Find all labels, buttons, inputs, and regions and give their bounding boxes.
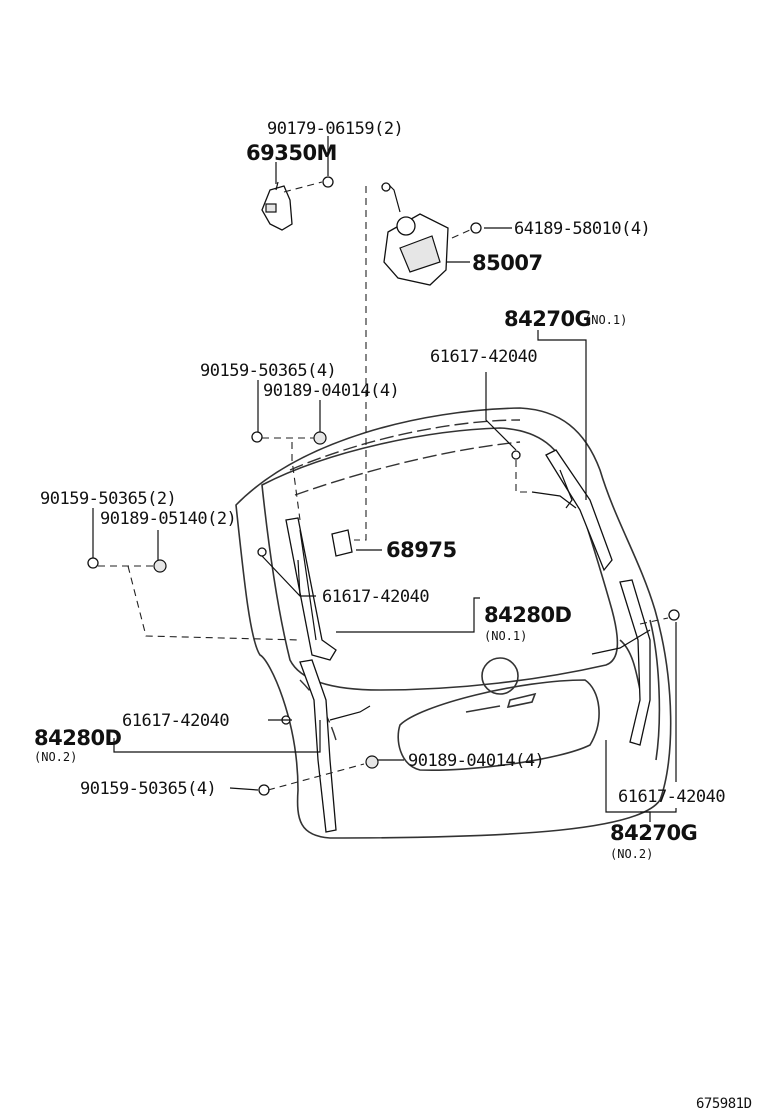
- label-61617-42040-top[interactable]: 61617-42040: [430, 347, 538, 367]
- label-61617-42040-mid[interactable]: 61617-42040: [322, 587, 430, 607]
- dashed-relation-lines: [98, 181, 669, 791]
- motor-icon: [383, 183, 449, 286]
- back-door-body: [235, 407, 672, 839]
- bolt-icon: [87, 176, 482, 796]
- label-84270G-no1-qualifier: (NO.1): [584, 313, 627, 327]
- label-84280D-no2-qualifier: (NO.2): [34, 750, 77, 764]
- label-90189-05140[interactable]: 90189-05140(2): [100, 509, 237, 529]
- harness-84270G-no1[interactable]: [531, 449, 613, 572]
- label-84280D-no1-qualifier: (NO.1): [484, 629, 527, 643]
- bracket-icon: [331, 529, 353, 557]
- label-84270G-no2[interactable]: 84270G: [610, 821, 698, 845]
- bracket-68975[interactable]: [331, 529, 353, 557]
- label-61617-42040-left[interactable]: 61617-42040: [122, 711, 230, 731]
- label-64189-58010[interactable]: 64189-58010(4): [514, 219, 651, 239]
- label-90189-04014-lower[interactable]: 90189-04014(4): [408, 751, 545, 771]
- label-84270G-no1[interactable]: 84270G: [504, 307, 592, 331]
- harness-84280D-no1[interactable]: [285, 517, 337, 661]
- label-85007[interactable]: 85007: [472, 251, 543, 275]
- part-labels: 90179-06159(2) 69350M 64189-58010(4) 850…: [34, 119, 752, 1112]
- lock-motor-85007[interactable]: [383, 183, 449, 286]
- switch-69350M[interactable]: [261, 181, 293, 231]
- label-69350M[interactable]: 69350M: [246, 141, 337, 165]
- label-90179-06159[interactable]: 90179-06159(2): [267, 119, 404, 139]
- harness-84270G-no2[interactable]: [591, 579, 651, 746]
- label-90159-50365-upper[interactable]: 90159-50365(4): [200, 361, 337, 381]
- diagram-id: 675981D: [696, 1096, 752, 1112]
- harness-84280D-no2[interactable]: [299, 659, 371, 833]
- label-68975[interactable]: 68975: [386, 538, 457, 562]
- switch-icon: [261, 181, 293, 231]
- label-84270G-no2-qualifier: (NO.2): [610, 847, 653, 861]
- label-90159-50365-lower[interactable]: 90159-50365(4): [80, 779, 217, 799]
- wire-harness-icon: [531, 449, 613, 572]
- label-90189-04014-upper[interactable]: 90189-04014(4): [263, 381, 400, 401]
- label-84280D-no2[interactable]: 84280D: [34, 726, 122, 750]
- label-90159-50365-left[interactable]: 90159-50365(2): [40, 489, 177, 509]
- label-84280D-no1[interactable]: 84280D: [484, 603, 572, 627]
- leader-lines: [92, 136, 677, 822]
- clip-icon: [153, 182, 680, 769]
- label-61617-42040-right[interactable]: 61617-42040: [618, 787, 726, 807]
